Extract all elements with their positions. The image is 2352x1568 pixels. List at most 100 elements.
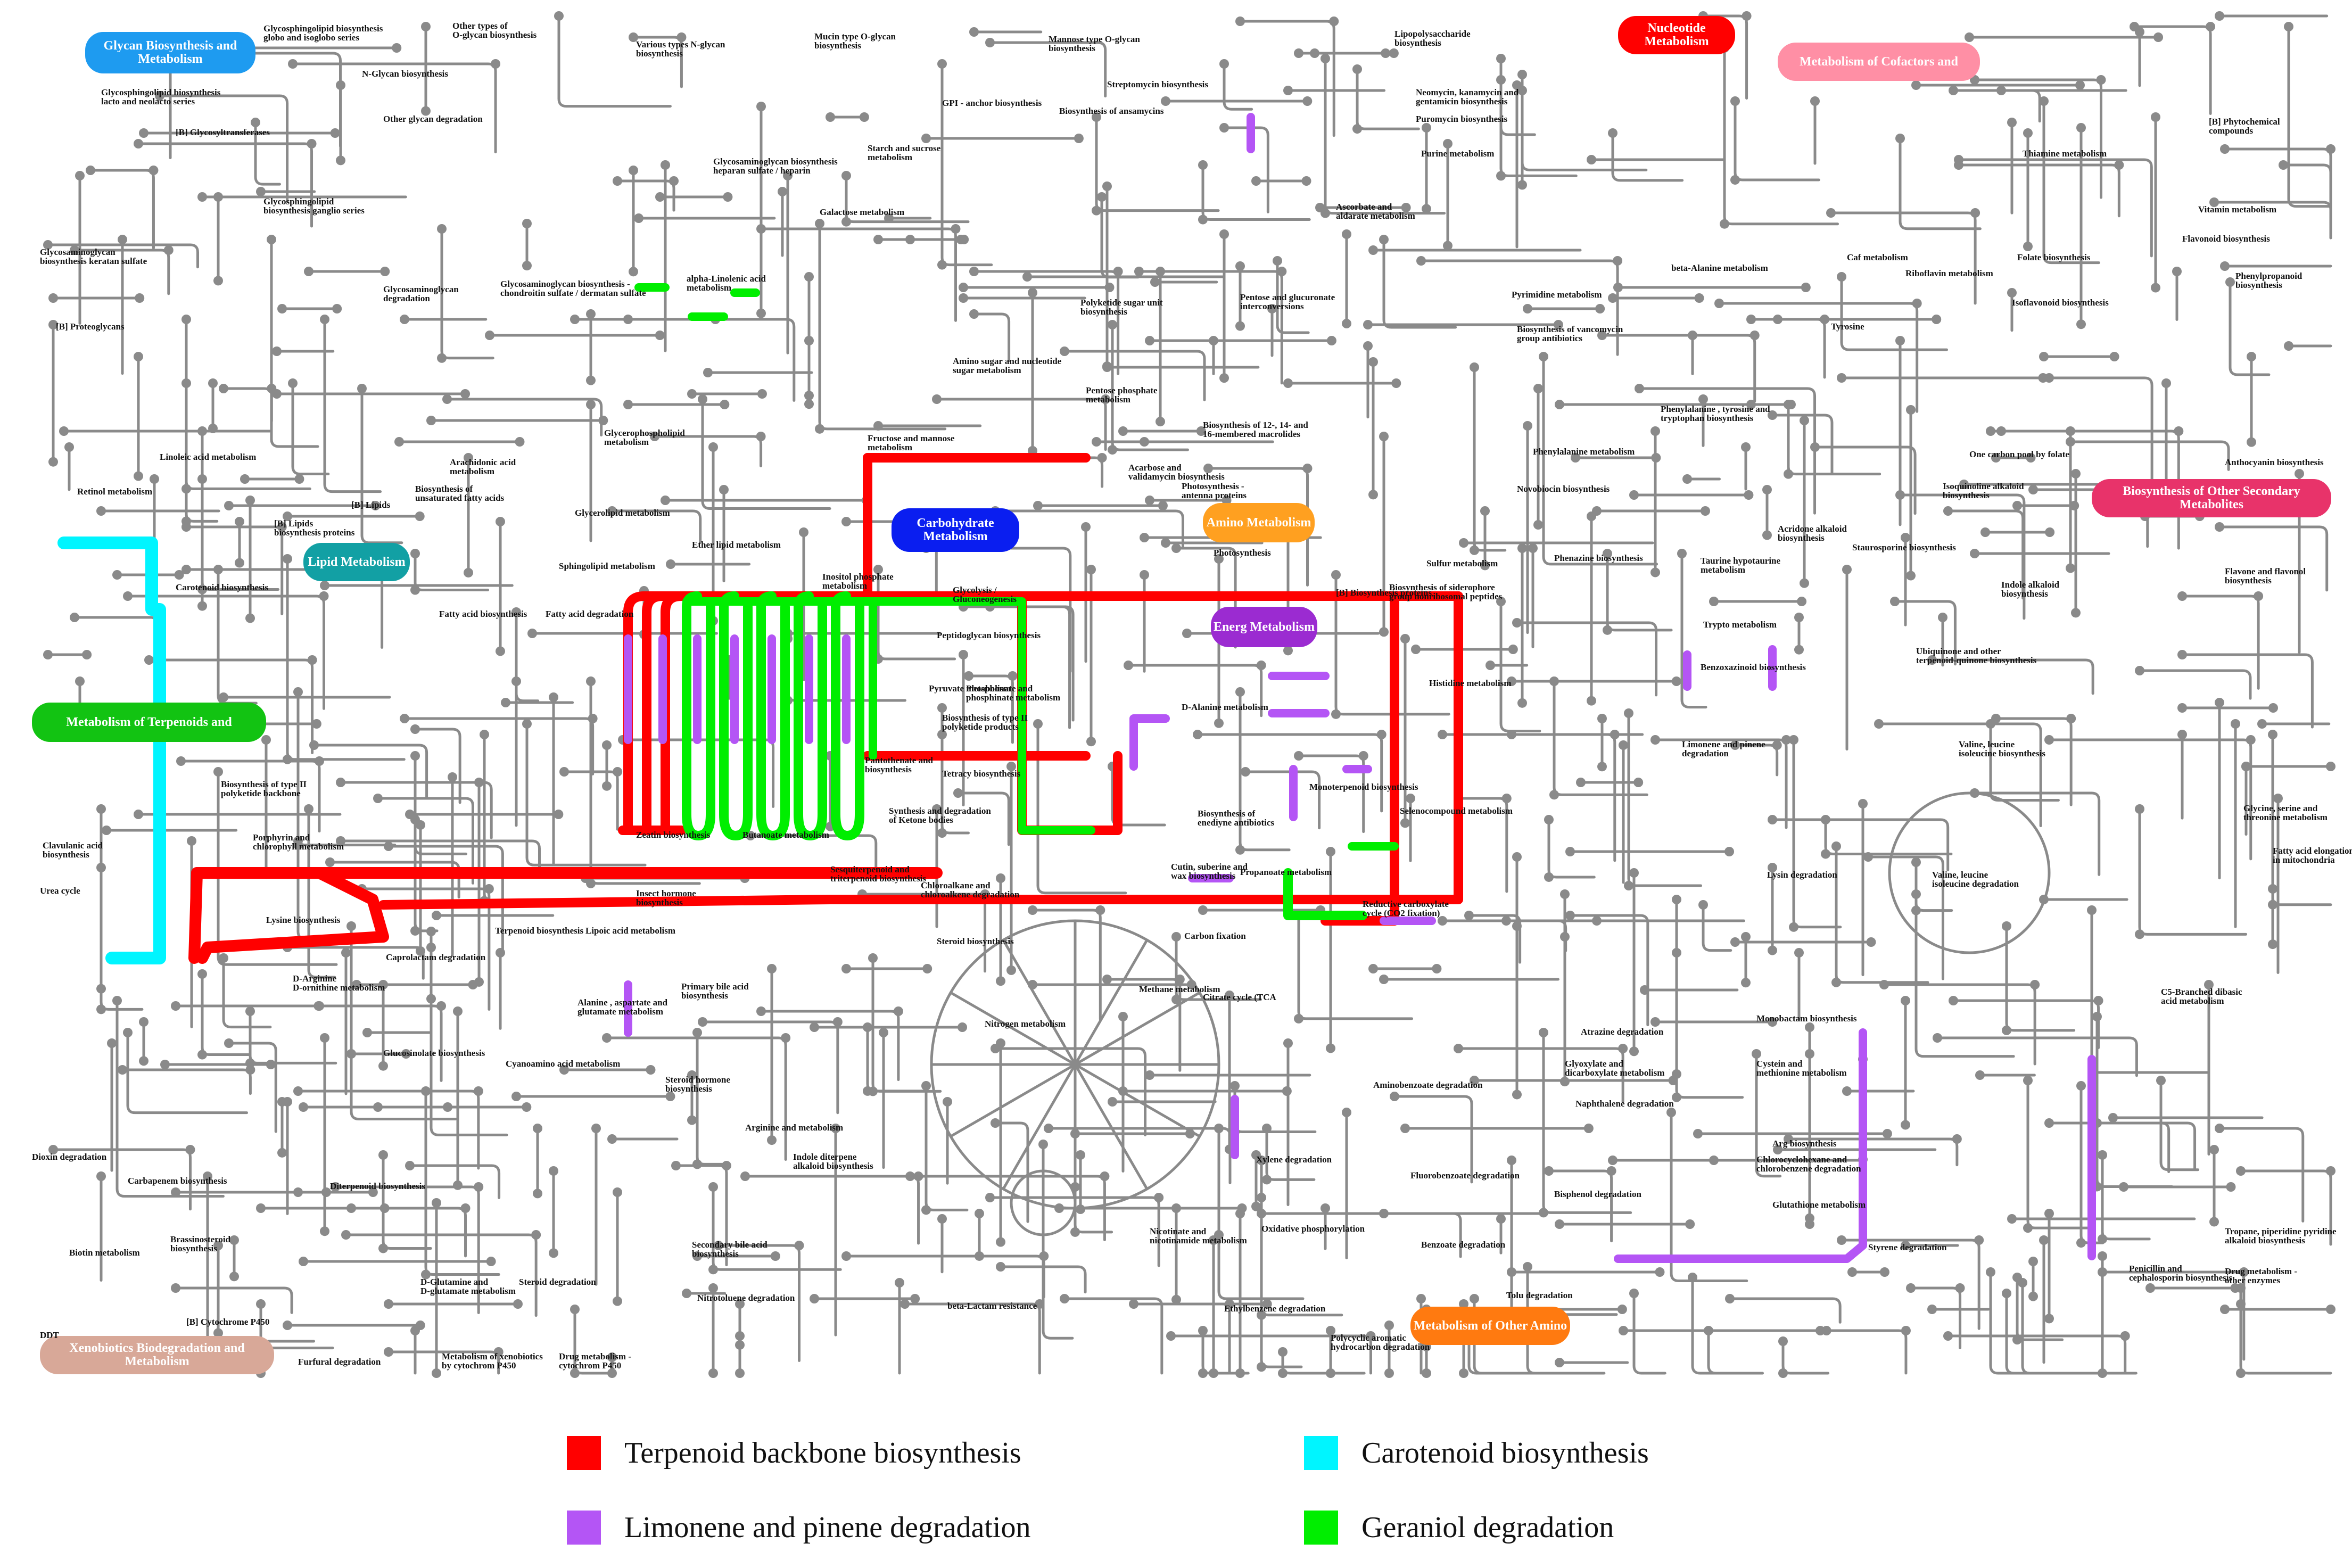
compound-node xyxy=(1831,977,1841,987)
compound-node xyxy=(2209,197,2219,207)
compound-node xyxy=(708,1182,718,1192)
pathway-label: Biosynthesis of type II polyketide produ… xyxy=(942,713,1028,732)
compound-node xyxy=(2109,352,2119,361)
compound-node xyxy=(1028,905,1037,915)
compound-node xyxy=(421,1269,431,1280)
compound-node xyxy=(533,1124,542,1133)
pathway-label: Lysine biosynthesis xyxy=(266,915,341,925)
compound-node xyxy=(515,437,525,447)
compound-node xyxy=(1501,794,1512,803)
reaction-line xyxy=(925,547,1072,673)
pathway-label: Benzoxazinoid biosynthesis xyxy=(1701,662,1806,672)
pathway-label: GPI - anchor biosynthesis xyxy=(942,98,1042,108)
pathway-label: Nitrotoluene degradation xyxy=(697,1293,795,1303)
compound-node xyxy=(493,1347,504,1357)
pathway-label: Pantothenate and biosynthesis xyxy=(865,755,933,774)
tca-spoke xyxy=(1074,991,1201,1066)
reaction-line xyxy=(1930,658,2094,695)
compound-node xyxy=(70,613,79,622)
compound-node xyxy=(2069,501,2079,510)
compound-node xyxy=(975,1251,984,1261)
compound-node xyxy=(2066,437,2075,447)
compound-node xyxy=(661,160,670,170)
compound-node xyxy=(1257,1156,1266,1165)
compound-node xyxy=(245,496,255,505)
reaction-line xyxy=(1771,818,1950,872)
compound-node xyxy=(442,394,452,404)
compound-node xyxy=(1895,336,1905,345)
pathway-label: Caf metabolism xyxy=(1847,252,1908,262)
pathway-label: One carbon pool by folate xyxy=(1969,449,2069,459)
compound-node xyxy=(43,650,53,659)
compound-node xyxy=(1097,453,1107,463)
compound-node xyxy=(666,559,675,569)
reaction-line xyxy=(1281,1350,1366,1375)
compound-node xyxy=(1906,405,1916,415)
compound-node xyxy=(1443,139,1453,148)
reaction-line xyxy=(1223,62,1253,111)
compound-node xyxy=(1882,1129,1892,1138)
pathway-label: D-Glutamine and D-glutamate metabolism xyxy=(420,1277,516,1296)
compound-node xyxy=(1368,964,1378,973)
pathway-label: Sphingolipid metabolism xyxy=(559,561,655,571)
compound-node xyxy=(139,1056,148,1066)
reaction-line xyxy=(1819,1329,1908,1375)
compound-node xyxy=(229,1235,239,1245)
pathway-label: Lipoic acid metabolism xyxy=(585,926,676,936)
compound-node xyxy=(1235,1368,1245,1378)
compound-node xyxy=(235,558,244,568)
compound-node xyxy=(1198,214,1208,225)
compound-node xyxy=(1927,655,1937,665)
compound-node xyxy=(1943,1331,1953,1341)
category-energy: Energ Metabolism xyxy=(1211,607,1317,647)
compound-node xyxy=(1326,847,1335,856)
compound-node xyxy=(2326,1305,2336,1314)
reaction-line xyxy=(1989,1270,2088,1375)
compound-node xyxy=(96,1171,106,1181)
compound-node xyxy=(2098,1368,2107,1378)
compound-node xyxy=(1517,180,1527,190)
reaction-line xyxy=(270,238,319,448)
compound-node xyxy=(586,375,596,385)
terpenoid-path xyxy=(642,591,872,835)
compound-node xyxy=(118,235,127,244)
compound-node xyxy=(1576,778,1586,787)
compound-node xyxy=(975,1209,984,1218)
reaction-line xyxy=(1553,680,1648,796)
cycle-circles xyxy=(930,791,2051,1236)
compound-node xyxy=(405,1161,415,1170)
geraniol-path xyxy=(719,602,753,840)
compound-node xyxy=(2130,22,2139,31)
compound-node xyxy=(1480,560,1490,571)
pathway-label: Isoflavonoid biosynthesis xyxy=(2012,298,2109,308)
compound-node xyxy=(293,840,303,850)
compound-node xyxy=(1416,256,1426,266)
compound-node xyxy=(1874,719,1884,729)
compound-node xyxy=(2220,1305,2230,1314)
compound-node xyxy=(623,315,633,324)
compound-node xyxy=(591,1124,601,1133)
compound-node xyxy=(330,128,340,138)
compound-node xyxy=(384,1299,393,1309)
reaction-line xyxy=(414,754,467,855)
compound-node xyxy=(1820,315,1830,324)
compound-node xyxy=(464,453,473,463)
compound-node xyxy=(832,1017,843,1027)
compound-node xyxy=(2220,144,2230,154)
compound-node xyxy=(2093,996,2103,1005)
compound-node xyxy=(1624,708,1633,718)
compound-node xyxy=(2098,1251,2107,1261)
reaction-line xyxy=(217,770,338,966)
compound-node xyxy=(1140,570,1149,580)
compound-node xyxy=(2045,527,2055,537)
compound-node xyxy=(1470,362,1479,372)
compound-node xyxy=(1592,916,1602,926)
compound-node xyxy=(767,964,777,973)
compound-node xyxy=(1390,1092,1399,1101)
compound-node xyxy=(1603,625,1612,635)
compound-node xyxy=(480,730,489,739)
compound-node xyxy=(1789,922,1798,932)
compound-node xyxy=(224,1038,234,1048)
pathway-label: Biosynthesis of ansamycins xyxy=(1059,106,1164,116)
pathway-label: Reductive carboxylate cycle (CO2 fixatio… xyxy=(1363,899,1449,918)
